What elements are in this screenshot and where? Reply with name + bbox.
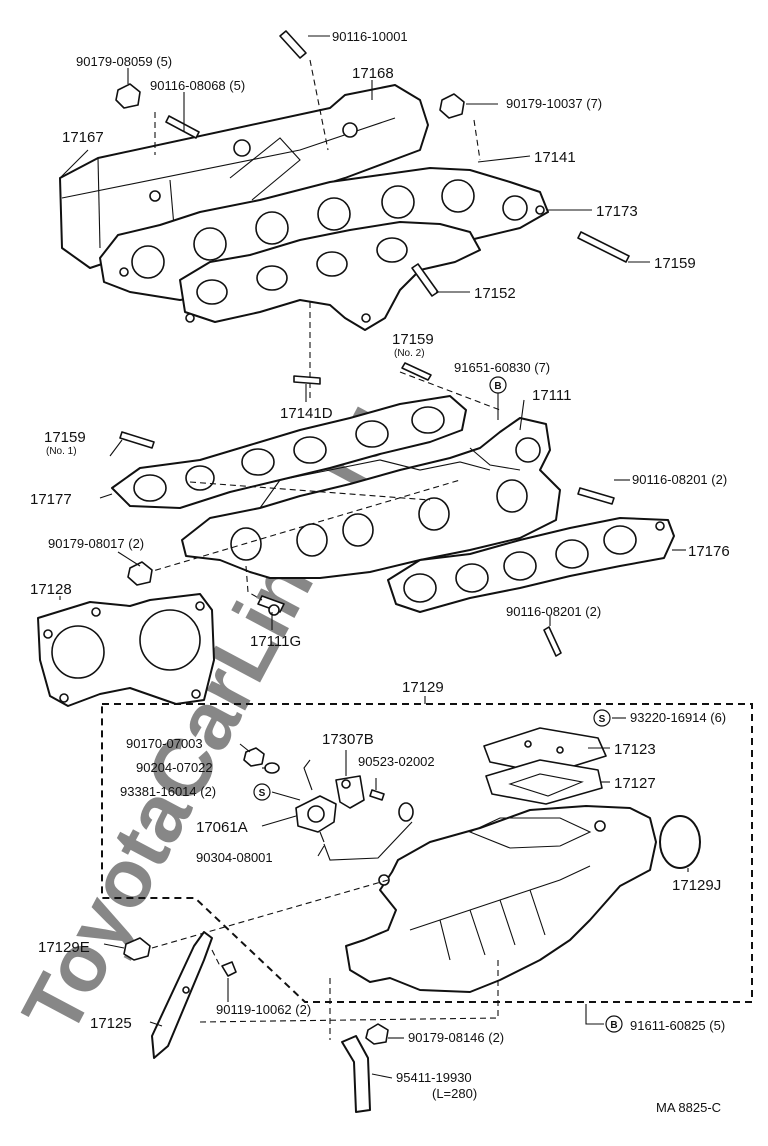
- label-17111: 17111: [532, 387, 572, 404]
- label-17141D: 17141D: [280, 405, 333, 422]
- label-90304-08001: 90304-08001: [196, 850, 273, 865]
- nut-90179-08146: [365, 1023, 389, 1045]
- b-symbol-icon-2: B: [610, 1020, 617, 1031]
- label-17159-no2: 17159: [392, 331, 434, 348]
- gasket-17127: [485, 759, 603, 805]
- label-17159-top: 17159: [654, 255, 696, 272]
- label-no1: (No. 1): [46, 446, 77, 457]
- bracket-17307B: [335, 775, 365, 809]
- nut-90179-08017: [127, 561, 153, 586]
- label-90523-02002: 90523-02002: [358, 754, 435, 769]
- label-17159-no1: 17159: [44, 429, 86, 446]
- label-90116-08201-b: 90116-08201 (2): [506, 604, 601, 619]
- label-len280: (L=280): [432, 1086, 477, 1101]
- s-symbol-icon-2: S: [259, 788, 266, 799]
- label-no2: (No. 2): [394, 348, 425, 359]
- label-17129E: 17129E: [38, 939, 90, 956]
- diagram-code: MA 8825-C: [656, 1100, 721, 1115]
- exhaust-manifold-17141: [179, 221, 481, 331]
- label-90116-08068: 90116-08068 (5): [150, 78, 245, 93]
- label-90119-10062: 90119-10062 (2): [216, 1002, 311, 1017]
- gasket-17128: [37, 593, 215, 707]
- intake-manifold-17111: [181, 417, 561, 579]
- label-90179-08017: 90179-08017 (2): [48, 536, 144, 551]
- bracket-17129E: [123, 937, 151, 961]
- label-17173: 17173: [596, 203, 638, 220]
- stud-17159-top: [577, 231, 630, 263]
- label-93220-16914: 93220-16914 (6): [630, 710, 726, 725]
- clip-90304-08001: [398, 802, 414, 822]
- bolt-90119-10062: [221, 961, 237, 977]
- stud-90116-08068: [165, 115, 200, 139]
- label-90116-08201-a: 90116-08201 (2): [632, 472, 727, 487]
- nut-90179-08059: [115, 83, 156, 155]
- stud-17159-no2: [401, 362, 432, 381]
- label-17111G: 17111G: [250, 633, 301, 650]
- label-91611-60825: 91611-60825 (5): [630, 1018, 725, 1033]
- cover-17123: [483, 727, 607, 775]
- label-17141: 17141: [534, 149, 576, 166]
- part-labels: 90116-10001 90179-08059 (5) 90116-08068 …: [30, 29, 730, 1115]
- leader-lines: [59, 35, 689, 1079]
- stud-90116-08201-a: [577, 487, 615, 505]
- stud-90116-10001: [279, 30, 329, 151]
- label-90204-07022: 90204-07022: [136, 760, 213, 775]
- label-17177: 17177: [30, 491, 72, 508]
- label-17123: 17123: [614, 741, 656, 758]
- stud-17159-no1: [119, 431, 155, 449]
- label-17125: 17125: [90, 1015, 132, 1032]
- label-93381-16014: 93381-16014 (2): [120, 784, 216, 799]
- label-90116-10001: 90116-10001: [332, 29, 408, 44]
- label-17128: 17128: [30, 581, 72, 598]
- assembly-17129-box: [101, 703, 753, 1003]
- label-90179-08146: 90179-08146 (2): [408, 1030, 504, 1045]
- label-90179-10037: 90179-10037 (7): [506, 96, 602, 111]
- hose-95411-19930: [341, 1035, 371, 1113]
- label-17167: 17167: [62, 129, 104, 146]
- stud-17141D: [293, 375, 321, 385]
- label-90179-08059: 90179-08059 (5): [76, 54, 172, 69]
- label-95411-19930: 95411-19930: [396, 1070, 472, 1085]
- label-17061A: 17061A: [196, 819, 248, 836]
- gasket-17176: [387, 517, 675, 613]
- stud-90116-08201-b: [543, 626, 562, 657]
- nut-90179-10037: [439, 93, 481, 161]
- label-17176: 17176: [688, 543, 730, 560]
- label-91651-60830: 91651-60830 (7): [454, 360, 550, 375]
- label-17127: 17127: [614, 775, 656, 792]
- stay-17125: [151, 931, 213, 1059]
- vsv-17061A: [295, 759, 337, 843]
- gasket-17177: [111, 395, 467, 509]
- label-90170-07003: 90170-07003: [126, 736, 203, 751]
- label-17307B: 17307B: [322, 731, 374, 748]
- cap-17129J: [659, 815, 701, 869]
- label-17168: 17168: [352, 65, 394, 82]
- nut-90170-07003: [243, 747, 265, 767]
- plug-90523-02002: [369, 789, 385, 801]
- label-17129J: 17129J: [672, 877, 721, 894]
- surge-tank-17129: [345, 805, 657, 993]
- label-17129: 17129: [402, 679, 444, 696]
- b-symbol-icon: B: [494, 381, 501, 392]
- s-symbol-icon: S: [599, 714, 606, 725]
- heat-insulator-17167: [59, 84, 429, 269]
- washer-90204-07022: [264, 762, 280, 774]
- symbol-markers: B S S B: [253, 376, 623, 1033]
- label-17152: 17152: [474, 285, 516, 302]
